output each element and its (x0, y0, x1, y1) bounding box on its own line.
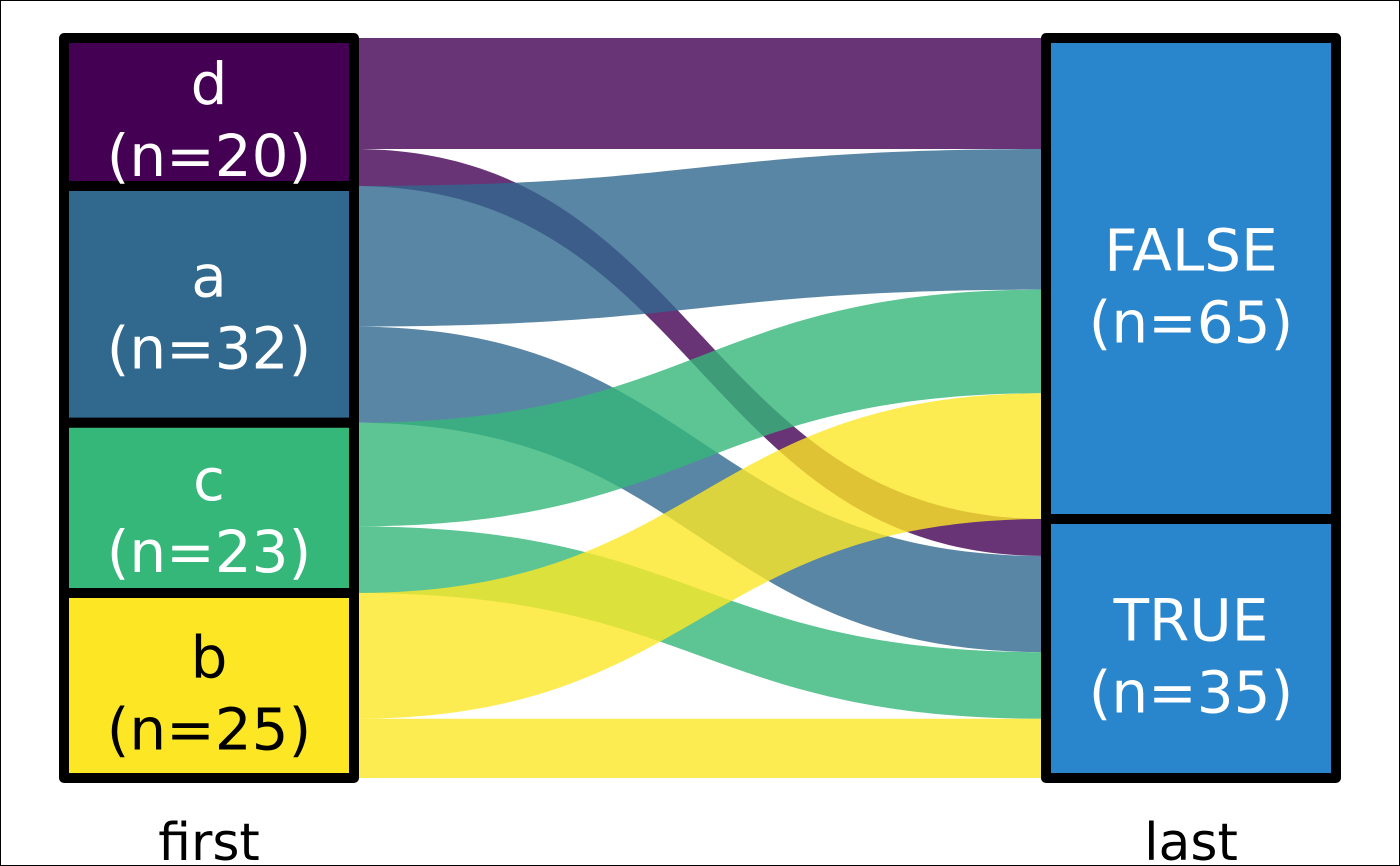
node-false (1041, 33, 1341, 524)
labels-layer: d(n=20) a(n=32) c(n=23) b(n=25) FALSE(n=65) T… (107, 50, 1293, 866)
node-count-d: (n=20) (107, 122, 311, 190)
flow-b-to-TRUE (354, 718, 1046, 778)
node-label-false: FALSE (1104, 217, 1278, 285)
node-count-false: (n=65) (1089, 289, 1293, 357)
axis-label-first: first (158, 813, 260, 866)
flows-layer (354, 38, 1046, 778)
node-label-true: TRUE (1113, 587, 1269, 655)
node-count-true: (n=35) (1089, 659, 1293, 727)
flow-a-to-TRUE (354, 326, 1046, 653)
node-b (59, 588, 359, 783)
flow-d-to-FALSE (354, 38, 1046, 149)
node-label-a: a (191, 242, 227, 310)
node-label-b: b (191, 624, 228, 692)
flow-a-to-FALSE (354, 149, 1046, 327)
axis-label-last: last (1144, 813, 1238, 866)
node-d (59, 33, 359, 191)
flow-d-to-TRUE (354, 149, 1046, 556)
node-label-c: c (193, 446, 225, 514)
node-count-a: (n=32) (107, 314, 311, 382)
node-true (1041, 514, 1341, 783)
node-label-d: d (191, 50, 228, 118)
nodes-layer (59, 33, 1341, 783)
node-a (59, 181, 359, 428)
node-count-c: (n=23) (107, 518, 311, 586)
flow-b-to-FALSE (354, 393, 1046, 719)
node-count-b: (n=25) (107, 696, 311, 764)
flow-c-to-FALSE (354, 289, 1046, 527)
